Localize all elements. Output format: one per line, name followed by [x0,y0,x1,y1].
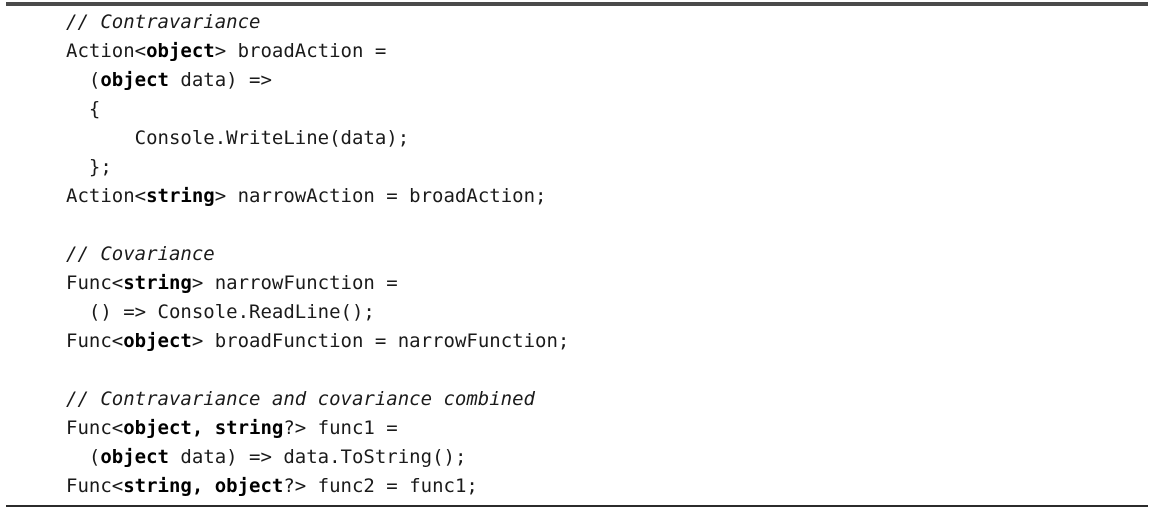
code-line: Action<object> broadAction = [66,37,1136,66]
code-token-plain: ?> func1 = [283,417,398,439]
code-line: // Contravariance [66,8,1136,37]
code-token-plain: () => Console.ReadLine(); [66,301,375,323]
code-token-kw: object [214,475,284,497]
code-line: Console.WriteLine(data); [66,124,1136,153]
code-token-plain: }; [66,156,112,178]
code-line-blank [66,211,1136,240]
code-line: Func<object, string?> func1 = [66,414,1136,443]
code-token-plain: > broadFunction = narrowFunction; [191,330,570,352]
code-line: { [66,95,1136,124]
code-token-plain: ( [66,446,101,468]
code-token-plain: data) => [168,69,272,91]
code-token-plain: { [66,98,101,120]
code-token-kw: string [214,417,284,439]
code-token-kw: object [146,40,215,62]
code-token-plain: ?> func2 = func1; [283,475,478,497]
code-token-plain: > broadAction = [214,40,387,62]
code-line: // Contravariance and covariance combine… [66,385,1136,414]
code-token-comment: // Contravariance and covariance combine… [66,388,535,410]
code-token-kw: string [123,272,192,294]
code-line: Func<object> broadFunction = narrowFunct… [66,327,1136,356]
code-line: Func<string, object?> func2 = func1; [66,472,1136,501]
listing-bottom-rule [6,505,1148,507]
code-line: Func<string> narrowFunction = [66,269,1136,298]
code-token-plain: Console.WriteLine(data); [66,127,410,149]
code-line: }; [66,153,1136,182]
code-token-plain: Func< [66,475,124,497]
code-token-kw: string, [123,475,215,497]
code-token-plain: Action< [66,40,147,62]
code-token-kw: object [100,446,169,468]
code-token-plain: ( [66,69,101,91]
code-token-plain: > narrowAction = broadAction; [214,185,547,207]
code-line: (object data) => [66,66,1136,95]
code-token-plain: Func< [66,330,124,352]
code-token-plain: Action< [66,185,147,207]
code-token-kw: object [100,69,169,91]
code-line: // Covariance [66,240,1136,269]
code-token-kw: object, [123,417,215,439]
code-token-plain: data) => data.ToString(); [168,446,467,468]
listing-top-rule [6,2,1148,6]
code-token-comment: // Contravariance [66,11,261,33]
code-token-kw: string [146,185,215,207]
code-line: () => Console.ReadLine(); [66,298,1136,327]
code-line-blank [66,356,1136,385]
code-token-plain: > narrowFunction = [191,272,398,294]
code-token-comment: // Covariance [66,243,215,265]
code-line: (object data) => data.ToString(); [66,443,1136,472]
code-token-kw: object [123,330,192,352]
code-line: Action<string> narrowAction = broadActio… [66,182,1136,211]
code-token-plain: Func< [66,272,124,294]
code-token-plain: Func< [66,417,124,439]
